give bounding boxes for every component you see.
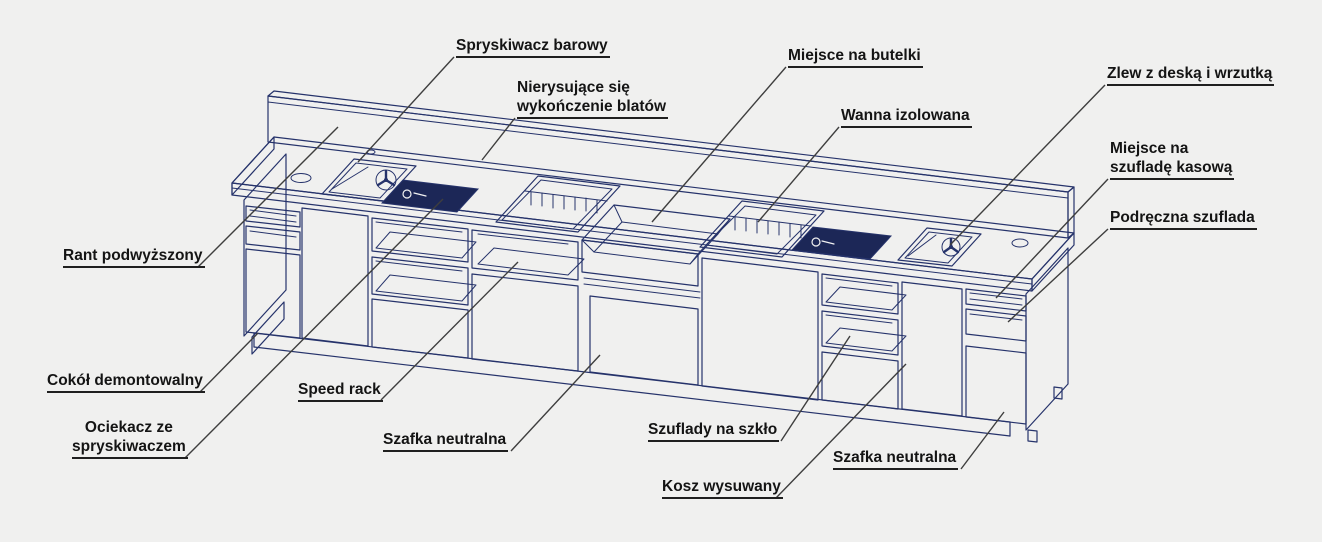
callout-text: Spryskiwacz barowy	[456, 36, 610, 58]
callout-zlew-z-deska: Zlew z deską i wrzutką	[1107, 64, 1275, 86]
callout-text: Szafka neutralna	[383, 430, 509, 452]
callout-wanna-izolowana: Wanna izolowana	[841, 106, 972, 128]
callout-szafka-neutralna-2: Szafka neutralna	[833, 448, 959, 470]
callout-text: Podręczna szuflada	[1110, 208, 1257, 230]
drip-tray-left	[380, 179, 480, 213]
callout-text: Kosz wysuwany	[662, 477, 783, 499]
open-shelves-under-drip-tray	[371, 217, 477, 359]
callout-kosz-wysuwany: Kosz wysuwany	[662, 477, 783, 499]
leader-line-szuflady-na-szklo	[780, 335, 851, 442]
leader-line-speed-rack	[380, 261, 519, 401]
left-sink	[321, 149, 417, 202]
leader-line-nierysujace-blaty	[481, 117, 516, 161]
callout-text: Rant podwyższony	[63, 246, 205, 268]
bottle-bin-left	[495, 175, 621, 233]
bottle-well	[581, 204, 731, 265]
callout-text: Cokół demontowalny	[47, 371, 205, 393]
leader-line-szafka-neutralna-2	[960, 411, 1005, 470]
speed-rack-shelf	[471, 229, 585, 372]
pull-out-bin-door	[901, 281, 963, 417]
leader-line-miejsce-na-butelki	[651, 66, 787, 223]
leader-line-kosz-wysuwany	[775, 363, 907, 499]
callout-text: Miejsce na	[1110, 140, 1189, 157]
callout-speed-rack: Speed rack	[298, 380, 383, 402]
callout-rant-podwyzszony: Rant podwyższony	[63, 246, 205, 268]
callout-cokol-demontowalny: Cokół demontowalny	[47, 371, 205, 393]
callout-text: wykończenie blatów	[517, 97, 669, 119]
callout-podreczna-szuflada: Podręczna szuflada	[1110, 208, 1257, 230]
tap-hole-left	[290, 173, 312, 183]
callout-szafka-neutralna-1: Szafka neutralna	[383, 430, 509, 452]
leader-line-miejsce-na-szuflade	[995, 178, 1109, 299]
leader-line-ociekacz	[184, 198, 444, 459]
backsplash-raised-rim	[267, 90, 1075, 239]
leader-lines	[184, 56, 1109, 499]
leader-line-podreczna-szuflada	[1007, 228, 1109, 323]
callout-text: Zlew z deską i wrzutką	[1107, 64, 1275, 86]
leader-line-szafka-neutralna-1	[510, 354, 601, 452]
callout-szuflady-na-szklo: Szuflady na szkło	[648, 420, 780, 442]
callout-text: Ociekacz ze	[84, 419, 173, 436]
callout-text: Wanna izolowana	[841, 106, 972, 128]
callout-text: Szuflady na szkło	[648, 420, 780, 442]
callout-spryskiwacz-barowy: Spryskiwacz barowy	[456, 36, 610, 58]
callout-text: szufladę kasową	[1110, 158, 1235, 180]
glass-drawers	[821, 273, 907, 410]
right-sink	[897, 227, 982, 267]
leader-line-spryskiwacz-barowy	[357, 56, 455, 163]
bar-sprayer-left-icon	[375, 169, 397, 191]
tap-hole-right	[1011, 238, 1029, 248]
callout-text: Szafka neutralna	[833, 448, 959, 470]
callout-miejsce-na-butelki: Miejsce na butelki	[788, 46, 923, 68]
leader-line-wanna-izolowana	[757, 126, 840, 223]
cabinet-door-under-left-sink	[301, 207, 369, 347]
callout-text: Speed rack	[298, 380, 383, 402]
cabinet-door-under-right-bin	[701, 257, 819, 401]
right-end-cabinet	[965, 288, 1027, 425]
insulated-bin-right	[699, 200, 825, 258]
callout-text: spryskiwaczem	[72, 437, 188, 459]
leader-line-cokol-demontowalny	[199, 332, 259, 393]
leader-line-zlew-z-deska	[949, 84, 1106, 246]
leader-line-rant-podwyzszony	[197, 126, 339, 268]
adjustable-feet	[1027, 386, 1063, 443]
drip-tray-right	[790, 226, 893, 260]
callout-text: Miejsce na butelki	[788, 46, 923, 68]
left-end-cabinet	[245, 205, 301, 339]
callout-text: Nierysujące się	[517, 79, 630, 96]
